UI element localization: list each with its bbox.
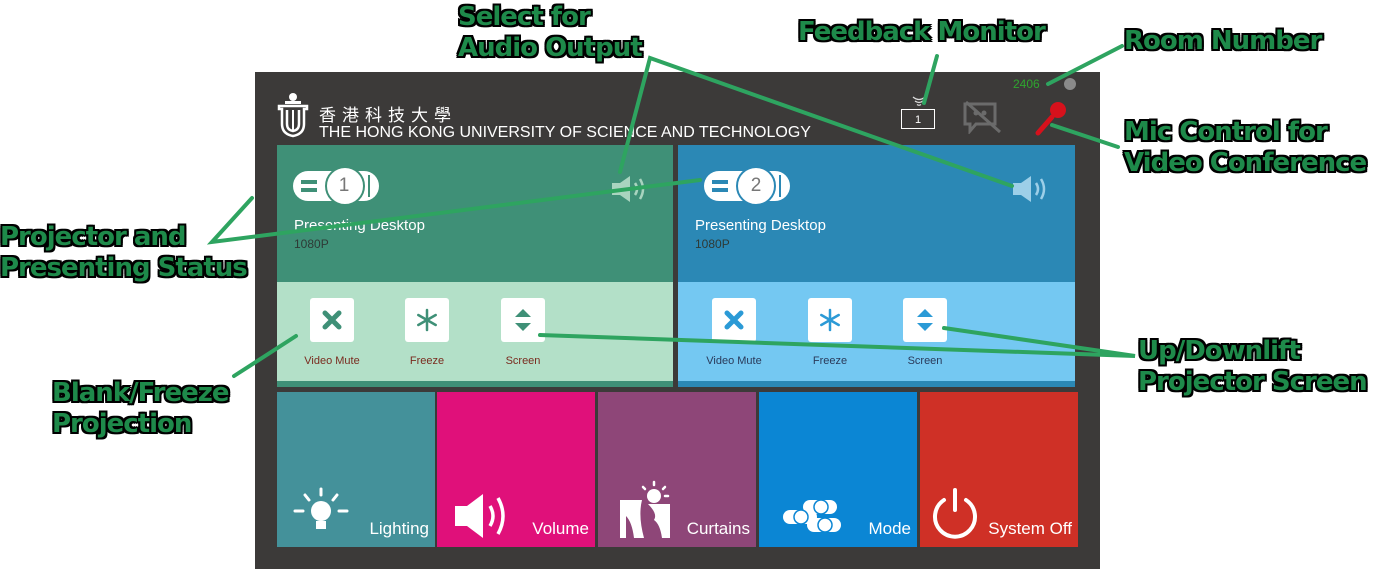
video-conference-off-icon[interactable] [962,100,1002,134]
connection-status-dot [1064,78,1076,90]
freeze-button[interactable] [808,298,852,342]
video-mute-icon [322,310,342,330]
projector-1-panel: 1 Presenting Desktop 1080P Video Mute Fr… [277,145,673,387]
up-down-arrows-icon [917,309,933,331]
mode-label: Mode [868,519,911,538]
callout-feedback-monitor: Feedback Monitor [798,17,1046,47]
video-mute-label: Video Mute [304,355,360,367]
speaker-icon[interactable] [1011,173,1051,205]
freeze-label: Freeze [409,355,445,367]
screen-label: Screen [505,355,541,367]
lighting-label: Lighting [369,519,429,538]
system-off-label: System Off [988,519,1072,538]
hkust-logo-icon [277,93,309,138]
projector-2-panel: 2 Presenting Desktop 1080P Video Mute Fr… [678,145,1075,387]
speaker-icon [455,494,505,538]
freeze-label: Freeze [812,355,848,367]
projector-number: 1 [338,175,350,196]
callout-screen-lift: Up/Downlift Projector Screen [1138,336,1368,397]
screen-button[interactable] [501,298,545,342]
room-number: 2406 [1013,77,1040,91]
projector-2-controls: Video Mute Freeze Screen [678,282,1075,381]
callout-projector-status: Projector and Presenting Status [0,222,248,283]
snowflake-icon [417,308,437,332]
curtains-icon [620,480,670,538]
projector-1-controls: Video Mute Freeze Screen [277,282,673,381]
volume-label: Volume [532,519,589,538]
curtains-tile[interactable]: Curtains [598,392,756,547]
light-bulb-icon [293,487,349,529]
university-name-english: THE HONG KONG UNIVERSITY OF SCIENCE AND … [319,124,811,141]
resolution-text: 1080P [695,237,730,251]
callout-select-audio: Select for Audio Output [458,2,643,63]
screen-label: Screen [907,355,943,367]
microphone-icon[interactable] [1034,100,1068,136]
video-mute-button[interactable] [712,298,756,342]
resolution-text: 1080P [294,237,329,251]
volume-tile[interactable]: Volume [437,392,595,547]
mode-tile[interactable]: Mode [759,392,917,547]
feedback-monitor-value: 1 [901,109,935,129]
system-off-tile[interactable]: System Off [920,392,1078,547]
up-down-arrows-icon [515,309,531,331]
callout-room-number: Room Number [1124,26,1322,56]
presenting-status: Presenting Desktop [695,217,826,234]
snowflake-icon [820,308,840,332]
presenting-status: Presenting Desktop [294,217,425,234]
freeze-button[interactable] [405,298,449,342]
callout-blank-freeze: Blank/Freeze Projection [52,378,230,439]
callout-mic-control: Mic Control for Video Conference [1124,117,1367,178]
lighting-tile[interactable]: Lighting [277,392,435,547]
projectors-mode-icon [783,499,841,533]
speaker-icon[interactable] [610,173,650,205]
feedback-monitor-button[interactable]: 1 [901,94,937,130]
university-name-chinese: 香港科技大學 [319,106,457,126]
video-mute-label: Video Mute [706,355,762,367]
video-mute-icon [724,310,744,330]
screen-button[interactable] [903,298,947,342]
projector-number: 2 [750,175,762,196]
wave-icon [912,96,926,106]
power-icon [933,488,977,539]
curtains-label: Curtains [686,519,750,538]
video-mute-button[interactable] [310,298,354,342]
